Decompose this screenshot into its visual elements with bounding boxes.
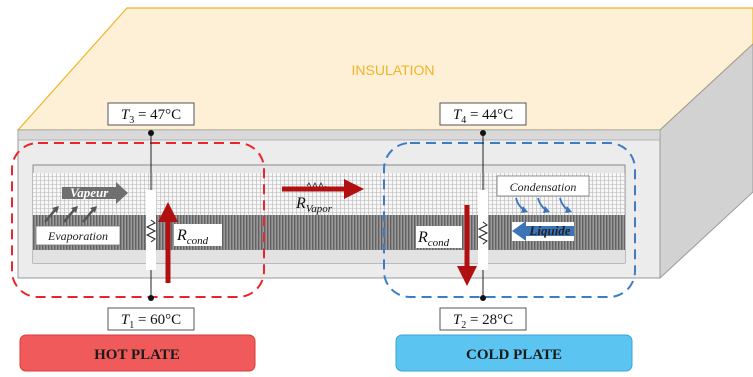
box-top-rim bbox=[17, 129, 661, 141]
t4-label: T4 = 44°C bbox=[439, 102, 527, 126]
r-vapor-label: RVapor bbox=[295, 195, 333, 215]
bottom-wall bbox=[33, 250, 625, 263]
t1-node bbox=[148, 295, 154, 301]
cold-plate: COLD PLATE bbox=[395, 334, 633, 372]
t3-label: T3 = 47°C bbox=[107, 102, 195, 126]
r-cond-right-label: Rcond bbox=[417, 229, 450, 249]
r-cond-right-box bbox=[416, 226, 462, 248]
cold-zone-outline bbox=[383, 142, 636, 298]
svg-text:T3 = 47°C: T3 = 47°C bbox=[121, 107, 181, 126]
svg-text:Liquide: Liquide bbox=[528, 223, 570, 238]
t1-label: T1 = 60°C bbox=[107, 307, 195, 331]
cold-resistor-gap bbox=[478, 190, 488, 270]
hot-resistor-gap bbox=[146, 190, 156, 270]
evaporation-label-box bbox=[35, 225, 121, 246]
svg-text:COLD PLATE: COLD PLATE bbox=[466, 347, 562, 363]
evaporation-label: Evaporation bbox=[47, 229, 108, 243]
svg-text:HOT PLATE: HOT PLATE bbox=[94, 347, 180, 363]
hot-plate: HOT PLATE bbox=[19, 334, 256, 372]
condensation-label: Condensation bbox=[510, 180, 577, 194]
liquide-arrow: Liquide bbox=[512, 221, 574, 241]
hot-resistor-icon bbox=[145, 219, 157, 243]
hot-zone-outline bbox=[11, 142, 265, 298]
svg-text:T1 = 60°C: T1 = 60°C bbox=[121, 312, 181, 331]
t2-label: T2 = 28°C bbox=[439, 307, 527, 331]
t2-node bbox=[480, 295, 486, 301]
r-cond-left-label: Rcond bbox=[176, 227, 209, 247]
svg-text:Vapeur: Vapeur bbox=[70, 185, 109, 200]
r-cond-left-box bbox=[174, 224, 222, 246]
cold-resistor-icon bbox=[477, 221, 489, 245]
svg-text:T4 = 44°C: T4 = 44°C bbox=[453, 107, 513, 126]
evaporation-arrows bbox=[44, 206, 97, 223]
condensation-label-box bbox=[496, 175, 590, 197]
t4-node bbox=[480, 130, 486, 136]
vapeur-arrow: Vapeur bbox=[62, 182, 128, 204]
condensation-arrowheads bbox=[521, 206, 572, 213]
insulation-label: INSULATION bbox=[352, 62, 435, 78]
svg-text:T2 = 28°C: T2 = 28°C bbox=[453, 312, 513, 331]
t3-node bbox=[148, 130, 154, 136]
